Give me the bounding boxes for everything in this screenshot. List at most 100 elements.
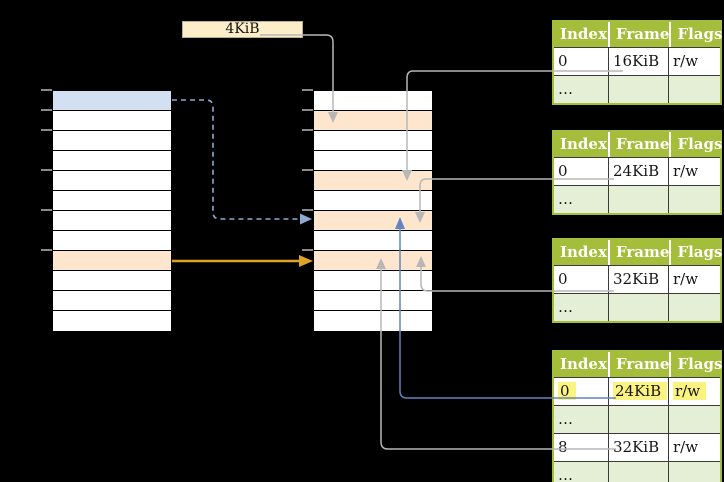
cell-frame — [608, 76, 668, 103]
table-row: 0 24KiB r/w — [554, 377, 720, 405]
memory-row — [314, 111, 432, 131]
cell-text: 32KiB — [613, 270, 660, 288]
table-row: 8 32KiB r/w — [554, 433, 720, 461]
cell-frame — [608, 462, 668, 482]
page-size-label: 4KiB — [182, 21, 303, 38]
table-row: … — [554, 75, 720, 103]
memory-row — [53, 271, 171, 291]
memory-row — [314, 191, 432, 211]
left-column-ticks — [41, 89, 52, 251]
cell-frame — [608, 186, 668, 213]
cell-flags: r/w — [668, 48, 720, 75]
cell-flags — [668, 406, 720, 433]
memory-row — [314, 211, 432, 231]
cell-frame: 24KiB — [608, 378, 668, 405]
memory-row — [53, 291, 171, 311]
column-header-index: Index — [560, 135, 607, 153]
cell-flags — [668, 76, 720, 103]
column-header-flags: Flags — [669, 352, 722, 377]
column-header-frame: Frame — [608, 352, 669, 377]
memory-row — [53, 311, 171, 331]
cell-text: 0 — [558, 382, 576, 400]
dashed-translation-arrow — [172, 99, 312, 225]
cell-frame: 32KiB — [608, 434, 668, 461]
memory-row — [314, 131, 432, 151]
cell-text: r/w — [673, 382, 707, 400]
cell-text: 0 — [558, 52, 568, 70]
cell-flags: r/w — [668, 266, 720, 293]
column-header-flags: Flags — [669, 240, 722, 265]
cell-text: 8 — [558, 438, 568, 456]
memory-row — [53, 191, 171, 211]
cell-flags: r/w — [668, 378, 720, 405]
memory-row — [53, 211, 171, 231]
table-row: 0 16KiB r/w — [554, 47, 720, 75]
memory-row — [53, 131, 171, 151]
memory-row — [53, 151, 171, 171]
cell-flags — [668, 294, 720, 321]
memory-row — [53, 231, 171, 251]
cell-text: 32KiB — [613, 438, 660, 456]
memory-row — [314, 231, 432, 251]
cell-index: … — [554, 186, 608, 213]
memory-row — [314, 171, 432, 191]
cell-text: … — [558, 80, 573, 98]
cell-index: 0 — [554, 266, 608, 293]
cell-frame: 32KiB — [608, 266, 668, 293]
cell-text: 16KiB — [613, 52, 660, 70]
cell-frame — [608, 294, 668, 321]
memory-row — [314, 311, 432, 331]
cell-text: … — [558, 466, 573, 482]
middle-column-ticks — [302, 89, 313, 251]
cell-index: 0 — [554, 378, 608, 405]
cell-text: … — [558, 298, 573, 316]
column-header-flags: Flags — [669, 132, 722, 157]
cell-index: … — [554, 294, 608, 321]
physical-memory-column — [313, 90, 433, 331]
cell-flags: r/w — [668, 434, 720, 461]
cell-text: … — [558, 190, 573, 208]
cell-flags: r/w — [668, 158, 720, 185]
cell-index: … — [554, 462, 608, 482]
column-header-frame: Frame — [608, 240, 669, 265]
cell-frame: 24KiB — [608, 158, 668, 185]
cell-flags — [668, 462, 720, 482]
cell-frame — [608, 406, 668, 433]
column-header-frame: Frame — [608, 22, 669, 47]
cell-index: 8 — [554, 434, 608, 461]
column-header-flags: Flags — [669, 22, 722, 47]
memory-row — [314, 251, 432, 271]
cell-text: 0 — [558, 162, 568, 180]
column-header-index: Index — [560, 355, 607, 373]
cell-text: r/w — [673, 52, 699, 70]
column-header-index: Index — [560, 25, 607, 43]
memory-row — [314, 151, 432, 171]
cell-frame: 16KiB — [608, 48, 668, 75]
memory-row — [314, 271, 432, 291]
virtual-memory-column — [52, 90, 172, 331]
cell-index: … — [554, 76, 608, 103]
cell-text: r/w — [673, 162, 699, 180]
memory-row — [53, 111, 171, 131]
memory-row — [53, 171, 171, 191]
cell-text: r/w — [673, 270, 699, 288]
memory-row — [53, 91, 171, 111]
table-row: 0 24KiB r/w — [554, 157, 720, 185]
cell-flags — [668, 186, 720, 213]
table-row: … — [554, 185, 720, 213]
cell-index: 0 — [554, 48, 608, 75]
cell-text: … — [558, 410, 573, 428]
memory-row — [314, 291, 432, 311]
cell-text: r/w — [673, 438, 699, 456]
column-header-frame: Frame — [608, 132, 669, 157]
cell-text: 0 — [558, 270, 568, 288]
table-row: … — [554, 293, 720, 321]
cell-index: 0 — [554, 158, 608, 185]
orange-translation-arrow — [172, 255, 313, 267]
table-row: 0 32KiB r/w — [554, 265, 720, 293]
